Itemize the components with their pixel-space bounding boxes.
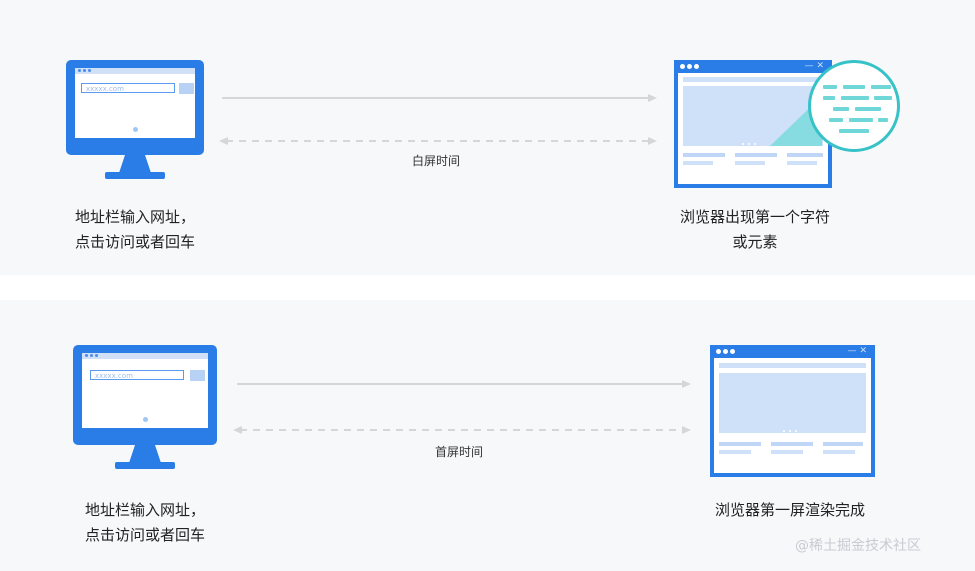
go-button	[190, 370, 205, 381]
caption-line: 地址栏输入网址，	[74, 208, 195, 226]
caption-line: 点击访问或者回车	[74, 233, 195, 251]
bottom-left-caption: 地址栏输入网址， 点击访问或者回车	[60, 498, 230, 548]
top-right-caption: 浏览器出现第一个字符 或元素	[660, 205, 850, 255]
bottom-right-caption: 浏览器第一屏渲染完成	[690, 498, 890, 523]
top-left-caption: 地址栏输入网址， 点击访问或者回车	[50, 205, 220, 255]
monitor-icon: xxxxx.com	[66, 60, 204, 185]
url-bar: xxxxx.com	[90, 370, 184, 380]
first-screen-time-label: 首屏时间	[435, 445, 484, 459]
caption-line: 或元素	[732, 233, 778, 251]
url-bar: xxxxx.com	[81, 83, 175, 93]
bottom-dashed-arrow	[233, 426, 691, 434]
caption-line: 浏览器出现第一个字符	[679, 208, 830, 226]
white-screen-time-label: 白屏时间	[412, 154, 461, 168]
go-button	[179, 83, 194, 94]
magnifier-lens-icon	[808, 60, 900, 152]
monitor-icon: xxxxx.com	[73, 345, 217, 475]
ruler-icon	[891, 365, 893, 476]
bottom-solid-arrow	[237, 380, 691, 388]
browser-window-icon: —✕	[710, 345, 875, 477]
caption-line: 地址栏输入网址，	[84, 501, 205, 519]
caption-line: 浏览器第一屏渲染完成	[714, 501, 865, 519]
top-solid-arrow	[222, 94, 657, 102]
watermark: @稀土掘金技术社区	[795, 538, 921, 554]
top-dashed-arrow	[219, 137, 657, 145]
caption-line: 点击访问或者回车	[84, 526, 205, 544]
